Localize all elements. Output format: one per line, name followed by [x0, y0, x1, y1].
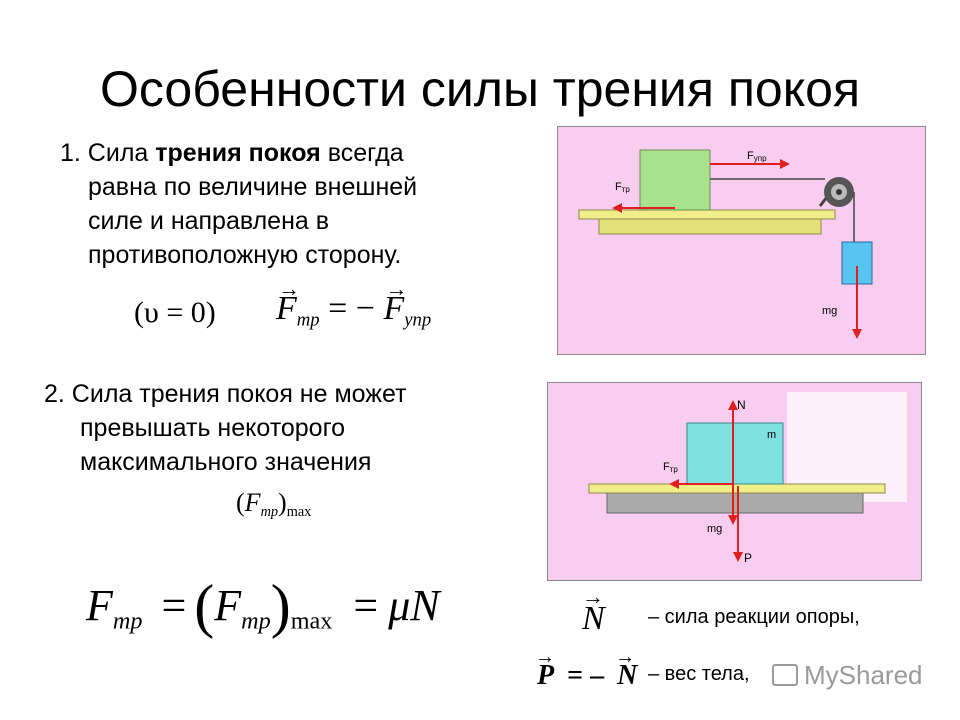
statement-2-line: максимального значения [80, 448, 372, 476]
f-sub: тр [296, 309, 320, 331]
f-sub: упр [404, 309, 432, 331]
f-tr-label: Fтр [615, 181, 630, 194]
f-sub: тр [241, 607, 271, 635]
watermark-text: MyShared [804, 660, 923, 690]
equals-minus: = − [328, 290, 375, 327]
vec-f-tr: F→ [276, 276, 300, 327]
legend-p-formula: P→ = – N→ [535, 646, 638, 691]
p-label: P [744, 551, 752, 565]
mu-n: μN [388, 581, 440, 630]
f-letter: F [86, 581, 113, 630]
diagram-background [557, 126, 926, 355]
watermark-icon [772, 664, 798, 686]
legend-n-symbol: N→ [582, 584, 605, 637]
table-edge [598, 217, 822, 235]
p-arrowhead [733, 552, 743, 562]
n-arrowhead [728, 400, 738, 410]
paren-open: ( [194, 573, 215, 639]
f-letter: F [244, 488, 261, 517]
formula-max-friction: Fтр =(Fтр)max =μN [86, 572, 440, 641]
f-letter: F [383, 290, 405, 327]
f-sub: тр [260, 504, 279, 520]
statement-1-line: силе и направлена в [88, 207, 330, 235]
legend-n-text: – сила реакции опоры, [648, 606, 860, 628]
equals-sign: = [353, 581, 379, 630]
f-upr-arrowhead [780, 159, 790, 169]
slide-title: Особенности силы трения покоя [99, 61, 861, 117]
statement-1-rest: всегда [320, 139, 404, 167]
max-sub: max [290, 607, 333, 635]
block [686, 422, 784, 485]
mg-arrowhead [852, 329, 862, 339]
vector-arrow: → [278, 276, 300, 301]
formula-friction-equals-elastic: F→тр = − F→упр [276, 276, 432, 332]
paren-close: ) [270, 573, 291, 639]
paren-close: ) [278, 488, 287, 517]
mg-label: mg [822, 305, 837, 317]
f-sub: тр [112, 607, 143, 635]
statement-2-line: 2. Сила трения покоя не может [44, 380, 407, 408]
f-letter: F [214, 581, 242, 630]
base-block [606, 492, 864, 514]
f-tr-label: Fтр [663, 461, 678, 474]
f-tr-arrowhead [612, 203, 622, 213]
mg-arrowhead [728, 515, 738, 525]
pulley-axle [836, 189, 842, 195]
equals-sign: = [161, 581, 187, 630]
vector-arrow: → [385, 276, 408, 301]
watermark: MyShared [772, 660, 923, 691]
pulley-diagram: Fупр Fтр mg [557, 126, 926, 355]
statement-1-start: 1. Сила [60, 139, 156, 167]
block [639, 149, 711, 211]
statement-1-line: противоположную сторону. [88, 241, 402, 269]
vec-f-upr: F→ [383, 276, 407, 327]
legend-p-text: – вес тела, [648, 663, 750, 685]
table-top [578, 209, 836, 220]
zero-velocity-condition: (υ = 0) [134, 296, 216, 329]
statement-1: 1. Сила трения покоя всегда равна по вел… [60, 136, 530, 272]
max-sub: max [286, 504, 312, 520]
f-letter: F [276, 290, 297, 327]
statement-2: 2. Сила трения покоя не может превышать … [44, 377, 524, 479]
n-label: N [737, 398, 746, 412]
forces-diagram: N m Fтр mg P [547, 382, 922, 581]
f-upr-label: Fупр [747, 150, 767, 163]
m-label: m [767, 429, 776, 441]
mg-label: mg [707, 523, 722, 535]
f-tr-arrowhead [669, 479, 679, 489]
statement-1-line: равна по величине внешней [88, 173, 418, 201]
statement-2-line: превышать некоторого [80, 414, 346, 442]
statement-1-bold: трения покоя [155, 139, 321, 167]
formula-friction-max: (Fтр)max [236, 488, 311, 521]
paren-open: ( [236, 488, 245, 517]
